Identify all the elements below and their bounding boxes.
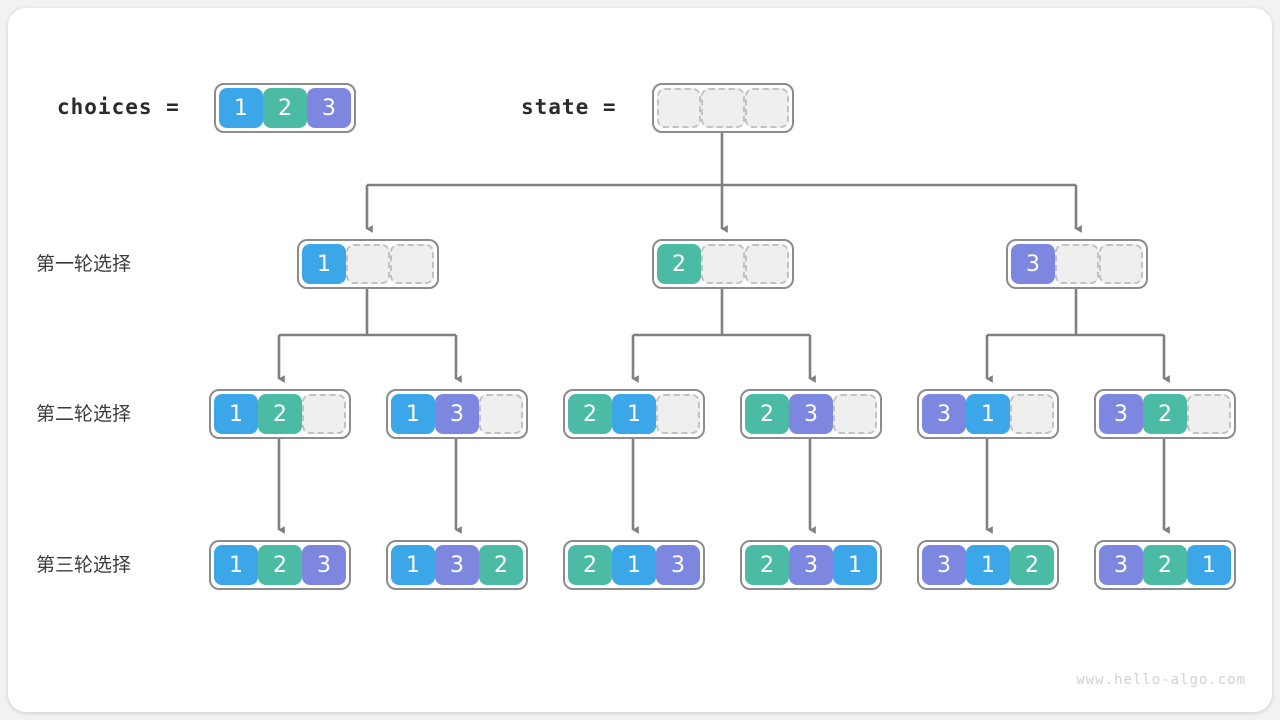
array-cell-1: 1 xyxy=(833,545,877,585)
watermark: www.hello-algo.com xyxy=(1076,672,1246,688)
tree-node-round1-2: 2 xyxy=(652,239,794,289)
row-label-round-2: 第二轮选择 xyxy=(36,403,132,425)
array-cell-1: 1 xyxy=(302,244,346,284)
array-cell-2: 2 xyxy=(258,394,302,434)
array-cell-3: 3 xyxy=(307,88,351,128)
array-cell-1: 1 xyxy=(966,394,1010,434)
array-cell-1: 1 xyxy=(612,394,656,434)
array-cell-empty xyxy=(1187,394,1231,434)
array-cell-empty xyxy=(701,244,745,284)
tree-node-round1-3: 3 xyxy=(1006,239,1148,289)
array-cell-1: 1 xyxy=(214,394,258,434)
array-cell-2: 2 xyxy=(657,244,701,284)
array-cell-3: 3 xyxy=(922,394,966,434)
row-label-round-1: 第一轮选择 xyxy=(36,253,132,275)
array-cell-1: 1 xyxy=(214,545,258,585)
state-array xyxy=(652,83,794,133)
array-cell-empty xyxy=(833,394,877,434)
array-cell-empty xyxy=(745,244,789,284)
array-cell-3: 3 xyxy=(1011,244,1055,284)
array-cell-2: 2 xyxy=(1143,394,1187,434)
tree-node-round1-1: 1 xyxy=(297,239,439,289)
array-cell-empty xyxy=(390,244,434,284)
array-cell-empty xyxy=(701,88,745,128)
array-cell-3: 3 xyxy=(656,545,700,585)
array-cell-2: 2 xyxy=(263,88,307,128)
array-cell-2: 2 xyxy=(258,545,302,585)
diagram-card xyxy=(8,8,1272,712)
array-cell-3: 3 xyxy=(1099,394,1143,434)
array-cell-3: 3 xyxy=(789,545,833,585)
array-cell-1: 1 xyxy=(391,394,435,434)
array-cell-1: 1 xyxy=(966,545,1010,585)
array-cell-2: 2 xyxy=(1143,545,1187,585)
array-cell-3: 3 xyxy=(302,545,346,585)
array-cell-3: 3 xyxy=(789,394,833,434)
array-cell-2: 2 xyxy=(745,394,789,434)
array-cell-empty xyxy=(1099,244,1143,284)
array-cell-empty xyxy=(1010,394,1054,434)
array-cell-1: 1 xyxy=(1187,545,1231,585)
array-cell-3: 3 xyxy=(435,545,479,585)
array-cell-1: 1 xyxy=(612,545,656,585)
array-cell-3: 3 xyxy=(922,545,966,585)
array-cell-empty xyxy=(346,244,390,284)
array-cell-empty xyxy=(479,394,523,434)
state-label: state = xyxy=(521,95,617,119)
array-cell-2: 2 xyxy=(568,545,612,585)
array-cell-3: 3 xyxy=(435,394,479,434)
array-cell-1: 1 xyxy=(219,88,263,128)
row-label-round-3: 第三轮选择 xyxy=(36,554,132,576)
array-cell-empty xyxy=(657,88,701,128)
array-cell-empty xyxy=(1055,244,1099,284)
array-cell-2: 2 xyxy=(568,394,612,434)
array-cell-empty xyxy=(745,88,789,128)
array-cell-empty xyxy=(302,394,346,434)
array-cell-2: 2 xyxy=(1010,545,1054,585)
array-cell-3: 3 xyxy=(1099,545,1143,585)
array-cell-2: 2 xyxy=(479,545,523,585)
array-cell-empty xyxy=(656,394,700,434)
choices-label: choices = xyxy=(57,95,180,119)
array-cell-2: 2 xyxy=(745,545,789,585)
array-cell-1: 1 xyxy=(391,545,435,585)
